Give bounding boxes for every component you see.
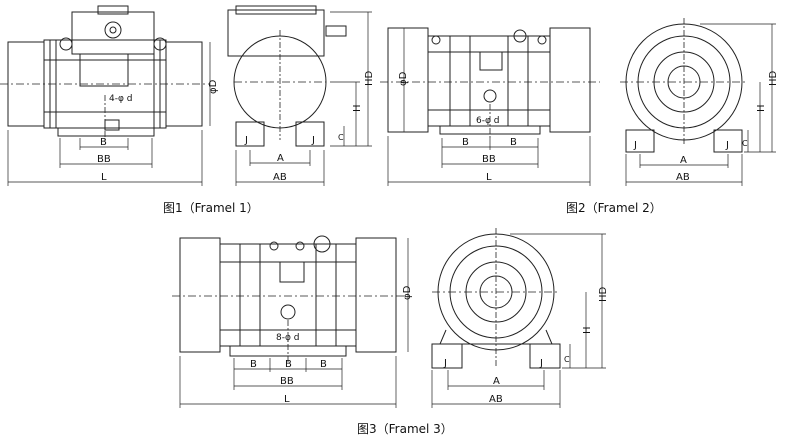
figure-2-caption: 图2（Framel 2） — [566, 201, 662, 215]
fig2-label-J-left: J — [633, 140, 637, 151]
fig2-label-BB: BB — [482, 154, 496, 165]
fig2-front-view — [380, 27, 600, 186]
fig3-label-J-right: J — [539, 358, 543, 369]
fig3-label-B-right: B — [320, 359, 327, 370]
fig3-front-view — [172, 235, 409, 408]
fig2-label-D: φD — [398, 71, 409, 86]
fig1-label-AB: AB — [273, 172, 287, 183]
fig2-label-A: A — [680, 155, 687, 166]
fig1-front-view — [0, 5, 211, 186]
fig1-label-B: B — [100, 137, 107, 148]
fig3-label-D: φD — [402, 285, 413, 300]
fig3-label-A: A — [493, 376, 500, 387]
fig1-label-J-left: J — [244, 135, 248, 146]
fig3-label-AB: AB — [489, 394, 503, 405]
fig2-label-J-right: J — [725, 140, 729, 151]
fig2-label-H: H — [756, 104, 767, 112]
fig3-label-C: C — [564, 355, 570, 364]
fig1-label-d-spec: 4-φ d — [109, 94, 132, 104]
fig2-label-B-left: B — [462, 137, 469, 148]
fig2-label-L: L — [486, 172, 492, 183]
fig1-label-A: A — [277, 153, 284, 164]
fig3-label-L: L — [284, 394, 290, 405]
fig2-label-HD: HD — [768, 70, 779, 86]
fig1-label-J-right: J — [311, 135, 315, 146]
fig3-label-B-mid: B — [285, 359, 292, 370]
fig1-side-view — [227, 5, 372, 186]
fig3-label-BB: BB — [280, 376, 294, 387]
fig3-label-B-left: B — [250, 359, 257, 370]
fig1-label-HD: HD — [364, 70, 375, 86]
fig3-label-d-spec: 8-φ d — [276, 333, 299, 343]
fig2-side-view — [620, 18, 776, 186]
fig2-label-d-spec: 6-φ d — [476, 116, 499, 126]
fig3-label-J-left: J — [443, 358, 447, 369]
fig3-label-H: H — [582, 326, 593, 334]
fig3-label-HD: HD — [598, 286, 609, 302]
fig2-label-AB: AB — [676, 172, 690, 183]
figure-1-caption: 图1（Framel 1） — [163, 201, 259, 215]
fig1-label-BB: BB — [97, 154, 111, 165]
fig1-label-D: φD — [208, 79, 219, 94]
figure-3-caption: 图3（Framel 3） — [357, 422, 453, 436]
fig1-label-C: C — [338, 133, 344, 142]
fig2-label-C: C — [742, 139, 748, 148]
fig1-label-L: L — [101, 172, 107, 183]
fig3-side-view — [431, 228, 606, 408]
fig1-label-H: H — [352, 104, 363, 112]
fig2-label-B-right: B — [510, 137, 517, 148]
